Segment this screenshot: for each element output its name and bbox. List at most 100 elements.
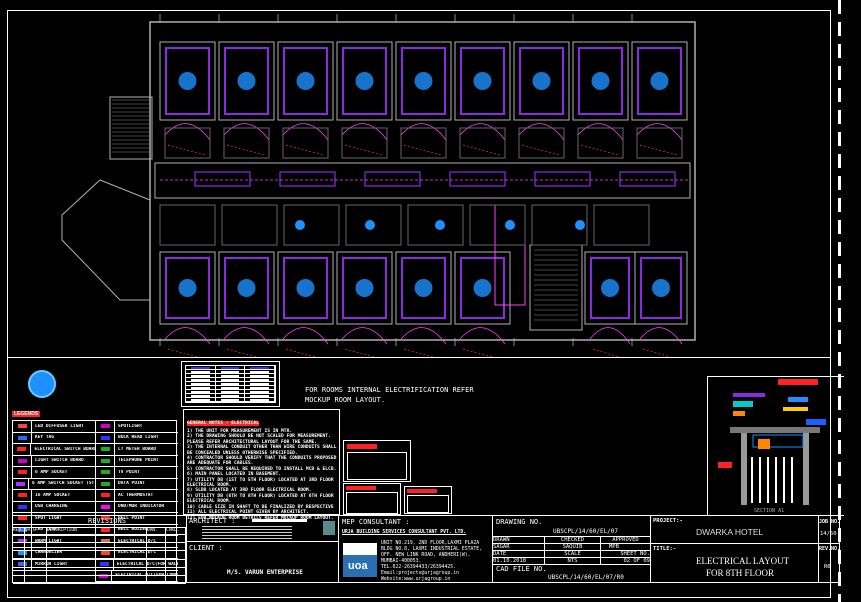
title-box: TITLE:- ELECTRICAL LAYOUT FOR 8TH FLOOR (650, 543, 819, 583)
approved-value: MPB (601, 544, 650, 551)
chandelier-icon (601, 279, 619, 297)
legend-label: 16 AMP SOCKET (35, 492, 71, 498)
legend-label: DND/MUR INDICATOR (118, 504, 165, 510)
legend-label: CHANDELIER (35, 550, 63, 556)
schedule-cell (186, 390, 216, 394)
note-item: 9) UTILITY DB (6TH TO 8TH FLOOR) LOCATED… (187, 493, 334, 499)
legend-label: ELECTRICAL D/C (118, 550, 156, 556)
legend-symbol-icon (13, 421, 32, 432)
corridor-ceiling-light (449, 171, 506, 187)
revision-cell (147, 551, 166, 560)
legend-symbol-icon (13, 478, 29, 489)
wiring-run (341, 327, 388, 345)
chandelier-icon (237, 72, 256, 90)
fixture-icon (295, 220, 305, 230)
hotel-room (218, 41, 275, 121)
consultant-logo-icon (28, 370, 56, 398)
job-block: JOB NO. 14/60 (818, 515, 840, 544)
schedule-cell (186, 382, 216, 386)
toilet-block (459, 127, 506, 159)
hotel-room (395, 251, 452, 325)
schedule-cell (245, 366, 275, 370)
building-outline (149, 21, 696, 341)
toilet-block (531, 204, 588, 246)
legend-label: TV POINT (118, 469, 140, 475)
legend-symbol-icon (96, 513, 115, 524)
legend-label: ELECTRICAL D/C (118, 538, 156, 544)
toilet-block (636, 127, 683, 159)
note-item: BE CONCEALED UNLESS OTHERWISE SPECIFIED. (187, 450, 298, 456)
legend-item: MIRROR LIGHT (13, 559, 95, 571)
right-margin-ticks (838, 0, 841, 602)
room-ceiling-cove (342, 47, 387, 115)
revision-cell (25, 575, 47, 584)
room-ceiling-cove (578, 47, 623, 115)
legend-label: TELEPHONE POINT (118, 458, 159, 464)
legend-item: KEY TAG (13, 432, 95, 444)
revision-cell (13, 567, 25, 576)
schedule-cell (215, 386, 246, 390)
legend-item: ELECTRICAL D/C(FOR WALL) (96, 559, 178, 571)
toilet-block (593, 204, 650, 246)
revision-column-header: DRN. (147, 528, 166, 535)
revision-cell (25, 567, 47, 576)
plan-note-line: FOR ROOMS INTERNAL ELECTRIFICATION REFER (305, 386, 474, 394)
revision-column-header: DATE (25, 528, 47, 535)
legend-symbol-icon (96, 421, 115, 432)
legend-item: WARM LIGHT (13, 536, 95, 548)
legend-symbol-icon (96, 455, 115, 466)
revision-cell (166, 575, 186, 584)
chandelier-icon (355, 72, 374, 90)
wiring-run (636, 123, 683, 141)
chandelier-icon (473, 72, 492, 90)
circuit-run (403, 348, 435, 357)
date-label: DATE (493, 551, 545, 558)
legend-symbol-icon (13, 501, 32, 512)
wiring-run (400, 123, 447, 141)
fixture-icon (575, 220, 585, 230)
note-item: 4) CONTRACTOR SHOULD VERIFY THAT THE CON… (187, 456, 337, 462)
corridor (154, 162, 691, 199)
revision-cell (166, 551, 186, 560)
legend-symbol-icon (13, 559, 32, 570)
revision-cell (13, 575, 25, 584)
legend-item: TELEPHONE POINT (96, 455, 178, 467)
chandelier-icon (296, 279, 315, 297)
chandelier-icon (414, 72, 433, 90)
toilet-block (400, 127, 447, 159)
section-drawing (718, 379, 826, 505)
floor-plan[interactable] (0, 0, 861, 357)
general-notes: GENERAL NOTES - ELECTRICAL 1) THE UNIT F… (183, 409, 340, 521)
legend-label: BELL BUZZER (118, 527, 148, 533)
circuit-run (344, 144, 383, 156)
note-item: 12) FOR MOCKUP ROOM DETAILS REFER MOCKUP… (187, 515, 334, 521)
mep-address-line: Website:www.urjagroup.in (381, 577, 451, 582)
hotel-room (454, 41, 511, 121)
schedule-cell (186, 398, 216, 402)
mep-address-line: BLDG NO.8, LAXMI INDUSTRIAL ESTATE, (381, 547, 483, 552)
client-name: M/S. VARUN ENTERPRISE (227, 569, 303, 576)
drawn-value: SAGAR (493, 544, 545, 551)
chandelier-icon (591, 72, 610, 90)
mep-label: MEP CONSULTANT : (342, 518, 410, 526)
legend-label: SPOTLIGHT (118, 423, 143, 429)
chandelier-icon (355, 279, 374, 297)
schedule-cell (186, 370, 216, 374)
circuit-run (285, 144, 324, 156)
room-ceiling-cove (224, 47, 269, 115)
toilet-block (159, 204, 216, 246)
hotel-room (634, 251, 688, 325)
hotel-room (572, 41, 629, 121)
circuit-run (226, 348, 258, 357)
revision-cell (166, 567, 186, 576)
circuit-run (167, 348, 199, 357)
revision-cell (47, 543, 147, 552)
wiring-run (282, 123, 329, 141)
legend-symbol-icon (13, 513, 32, 524)
room-ceiling-cove (460, 47, 505, 115)
note-item: ARE ADEQUATE FOR CABLES. (187, 461, 254, 467)
project-block: PROJECT:- DWARKA HOTEL (650, 515, 819, 544)
revision-cell (25, 559, 47, 568)
toilet-block (282, 127, 329, 159)
